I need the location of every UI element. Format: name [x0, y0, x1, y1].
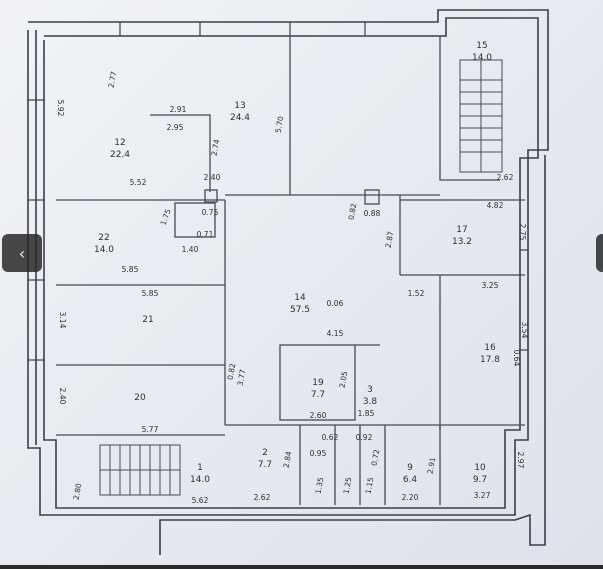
room-area: 14.0 — [94, 245, 114, 255]
dimension-label: 0.88 — [364, 209, 381, 218]
dimension-label: 3.27 — [474, 491, 491, 500]
next-image-button[interactable]: › — [596, 234, 603, 272]
room-number: 15 — [476, 41, 487, 51]
dimension-label: 2.77 — [107, 70, 119, 88]
outer-walls — [27, 9, 549, 555]
dimension-label: 1.85 — [358, 409, 375, 418]
dimension-label: 2.05 — [338, 370, 350, 388]
dimension-label: 3.25 — [482, 281, 499, 290]
dimension-label: 1.15 — [364, 476, 376, 494]
room-number: 19 — [312, 378, 324, 388]
dimension-label: 3.77 — [236, 368, 248, 386]
dimension-label: 0.75 — [202, 208, 219, 217]
dimension-label: 5.62 — [192, 496, 209, 505]
interior-walls — [56, 36, 525, 505]
dimension-label: 2.40 — [58, 388, 67, 405]
dimension-label: 2.91 — [170, 105, 187, 114]
room-number: 12 — [114, 138, 125, 148]
dimension-label: 2.74 — [210, 138, 222, 156]
dimension-label: 2.80 — [72, 482, 84, 500]
dimension-label: 3.14 — [58, 312, 67, 329]
dimension-label: 1.40 — [182, 245, 199, 254]
dimension-label: 5.52 — [130, 178, 147, 187]
dimension-label: 0.62 — [322, 433, 339, 442]
room-area: 7.7 — [258, 460, 272, 470]
dimension-label: 0.71 — [197, 230, 214, 239]
room-number: 20 — [134, 393, 146, 403]
dimension-label: 0.72 — [370, 448, 382, 466]
dimension-label: 0.82 — [226, 362, 238, 380]
room-area: 9.7 — [473, 475, 487, 485]
chevron-left-icon: ‹ — [18, 243, 26, 263]
room-area: 7.7 — [311, 390, 325, 400]
dimension-label: 5.77 — [142, 425, 159, 434]
dimension-label: 2.87 — [384, 230, 396, 248]
dimension-label: 2.62 — [254, 493, 271, 502]
windows — [28, 22, 528, 361]
dimension-label: 2.91 — [426, 456, 438, 474]
dimension-label: 2.97 — [516, 452, 525, 469]
stairs — [99, 59, 503, 496]
room-area: 17.8 — [480, 355, 500, 365]
dimension-label: 2.60 — [310, 411, 327, 420]
prev-image-button[interactable]: ‹ — [2, 234, 42, 272]
room-number: 13 — [234, 101, 245, 111]
room-area: 22.4 — [110, 150, 130, 160]
room-number: 1 — [197, 463, 203, 473]
room-area: 14.0 — [472, 53, 492, 63]
dimension-label: 2.75 — [518, 224, 527, 241]
dimension-label: 2.84 — [282, 450, 294, 468]
room-number: 10 — [474, 463, 486, 473]
dimension-label: 2.95 — [167, 123, 184, 132]
dimension-label: 5.70 — [274, 115, 286, 133]
room-area: 6.4 — [403, 475, 418, 485]
room-number: 22 — [98, 233, 109, 243]
room-number: 21 — [142, 315, 153, 325]
room-area: 13.2 — [452, 237, 472, 247]
room-area: 3.8 — [363, 397, 378, 407]
dimension-label: 1.25 — [342, 476, 354, 494]
dimension-label: 5.85 — [142, 289, 159, 298]
dimension-label: 1.35 — [314, 476, 326, 494]
room-number: 14 — [294, 293, 306, 303]
dimension-label: 0.06 — [327, 299, 344, 308]
dimension-label: 0.82 — [347, 202, 359, 220]
dimension-label: 1.52 — [408, 289, 425, 298]
room-number: 3 — [367, 385, 373, 395]
room-number: 2 — [262, 448, 268, 458]
dimension-label: 0.64 — [512, 350, 521, 367]
dimension-label: 4.82 — [487, 201, 504, 210]
dimension-label: 5.85 — [122, 265, 139, 274]
dimension-label: 3.54 — [520, 322, 529, 339]
dimension-label: 2.40 — [204, 173, 221, 182]
dimension-label: 0.92 — [356, 433, 373, 442]
room-number: 16 — [484, 343, 496, 353]
dimension-label: 2.20 — [402, 493, 419, 502]
room-area: 24.4 — [230, 113, 250, 123]
dimension-label: 0.95 — [310, 449, 327, 458]
room-area: 14.0 — [190, 475, 210, 485]
room-number: 9 — [407, 463, 413, 473]
dimension-label: 1.75 — [159, 208, 173, 227]
room-area: 57.5 — [290, 305, 310, 315]
dimension-label: 5.92 — [56, 100, 65, 117]
room-number: 17 — [456, 225, 467, 235]
dimension-label: 4.15 — [327, 329, 344, 338]
dimension-label: 2.62 — [497, 173, 514, 182]
